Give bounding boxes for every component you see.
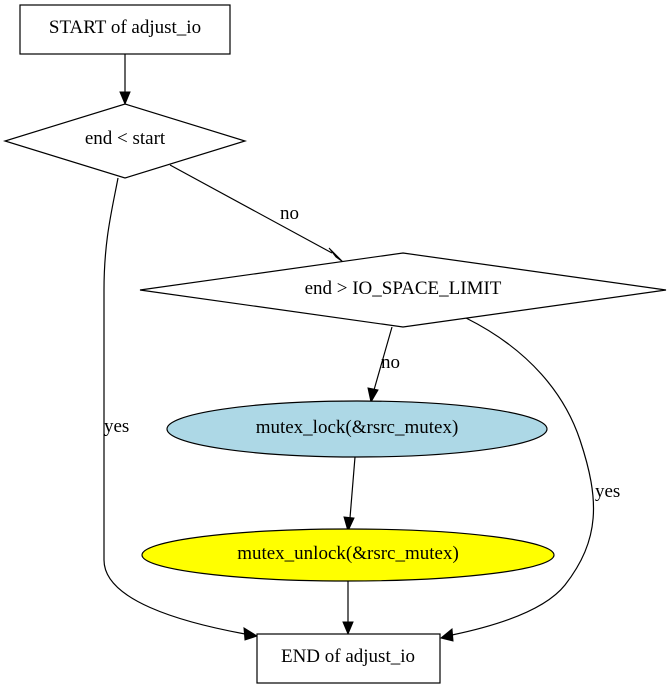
node-mutex-lock-ellipse: [166, 400, 548, 458]
node-start-label: START of adjust_io: [49, 17, 201, 38]
node-mutex-lock: mutex_lock(&rsrc_mutex): [166, 400, 548, 458]
edge-cond1-yes: [103, 177, 246, 635]
node-mutex-unlock-ellipse: [141, 528, 555, 582]
node-mutex-lock-label: mutex_lock(&rsrc_mutex): [256, 417, 459, 438]
node-cond-end-gt-limit: end > IO_SPACE_LIMIT: [139, 252, 667, 328]
arrowhead-cond2-yes: [439, 628, 454, 642]
edge-label-cond2-no: no: [381, 352, 400, 373]
node-start: START of adjust_io: [19, 4, 231, 55]
edge-label-cond2-yes: yes: [595, 481, 620, 502]
arrowhead-start-to-cond1: [119, 91, 131, 106]
edge-cond2-no: [373, 326, 393, 391]
arrowhead-cond1-no: [328, 247, 344, 263]
edge-label-cond1-yes: yes: [104, 416, 129, 437]
arrowhead-lock-to-unlock: [343, 516, 355, 533]
node-cond-end-lt-start-diamond: [2, 103, 248, 179]
edge-cond2-yes: [451, 317, 595, 636]
edge-lock-to-unlock: [349, 456, 356, 519]
node-cond-end-gt-limit-label: end > IO_SPACE_LIMIT: [305, 278, 502, 299]
arrowhead-cond1-yes: [243, 627, 259, 641]
node-end-label: END of adjust_io: [281, 646, 415, 667]
arrowhead-cond2-no: [367, 387, 379, 404]
node-end-box: [256, 633, 441, 684]
node-mutex-unlock: mutex_unlock(&rsrc_mutex): [141, 528, 555, 582]
edge-label-cond1-no: no: [280, 203, 299, 224]
node-start-box: [19, 4, 231, 55]
node-end: END of adjust_io: [256, 633, 441, 684]
node-cond-end-lt-start-label: end < start: [85, 128, 166, 149]
node-cond-end-lt-start: end < start: [2, 103, 248, 179]
node-mutex-unlock-label: mutex_unlock(&rsrc_mutex): [237, 543, 459, 564]
edge-cond1-no: [169, 164, 333, 254]
node-cond-end-gt-limit-diamond: [139, 252, 667, 328]
arrowhead-unlock-to-end: [342, 621, 354, 636]
